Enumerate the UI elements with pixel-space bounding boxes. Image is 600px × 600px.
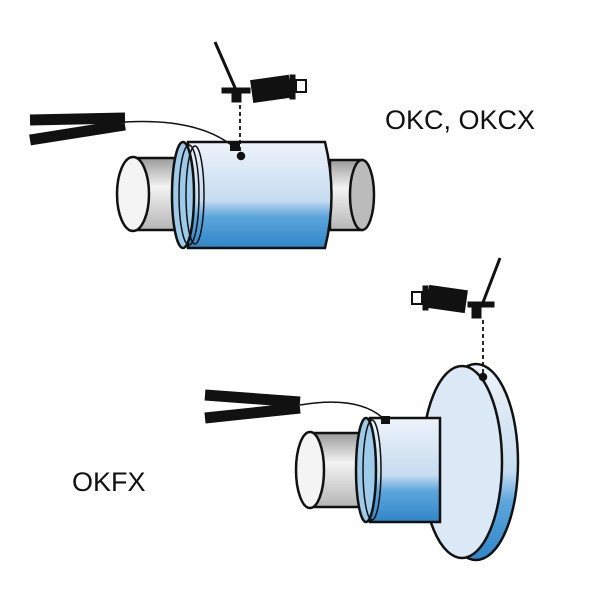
hose	[299, 401, 386, 421]
okc-coupling	[115, 140, 376, 250]
hose	[124, 120, 236, 149]
shaft-end	[115, 155, 151, 233]
sleeve	[186, 140, 333, 250]
okfx-label: OKFX	[72, 467, 146, 497]
pressure-gun-icon	[204, 389, 301, 424]
oil-injector-icon	[213, 41, 307, 103]
okfx-coupling	[294, 362, 520, 562]
pressure-gun-icon	[29, 112, 126, 146]
oil-injector-icon	[411, 257, 502, 319]
okc-okcx-label: OKC, OKCX	[385, 105, 536, 135]
shaft-end	[294, 430, 326, 510]
